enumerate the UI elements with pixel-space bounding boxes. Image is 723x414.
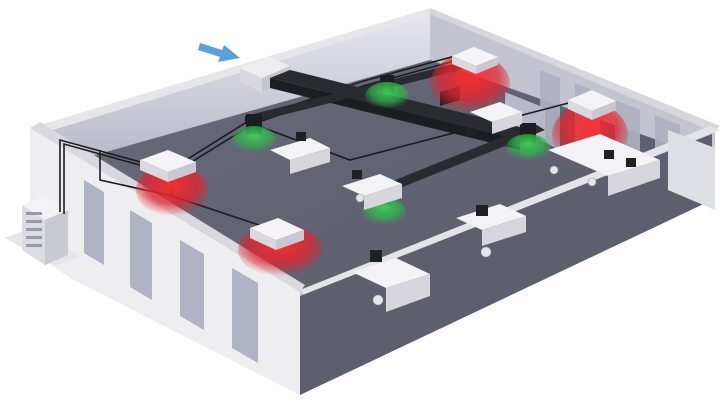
airflow-arrow bbox=[198, 43, 240, 62]
cool-zone bbox=[506, 134, 550, 162]
desk bbox=[270, 132, 330, 174]
cool-zone bbox=[365, 82, 409, 110]
cassette-unit bbox=[250, 218, 304, 250]
outdoor-condensing-unit bbox=[5, 196, 80, 266]
desk-groups bbox=[270, 102, 660, 312]
cool-zone bbox=[232, 126, 276, 154]
desk bbox=[352, 250, 430, 312]
partition-wall-2 bbox=[668, 130, 715, 210]
indoor-units bbox=[140, 47, 616, 250]
heat-zone bbox=[430, 54, 510, 114]
cassette-unit bbox=[568, 90, 616, 120]
heat-zone bbox=[136, 164, 208, 216]
cassette-unit bbox=[452, 47, 498, 74]
desk bbox=[466, 102, 522, 136]
front-windows bbox=[84, 180, 258, 363]
back-wall-right bbox=[430, 12, 715, 155]
chairs bbox=[355, 165, 597, 306]
cooling-zones bbox=[232, 82, 550, 226]
cassette-unit bbox=[140, 150, 196, 182]
back-wall-left bbox=[40, 12, 430, 165]
desk bbox=[456, 204, 526, 246]
wall-top-rim-left bbox=[30, 8, 436, 134]
wall-top-rim-right bbox=[430, 8, 720, 132]
floor-front bbox=[300, 134, 712, 395]
desk bbox=[548, 134, 660, 196]
fresh-air-duct-with-diffusers bbox=[240, 56, 545, 204]
desk bbox=[342, 170, 402, 210]
